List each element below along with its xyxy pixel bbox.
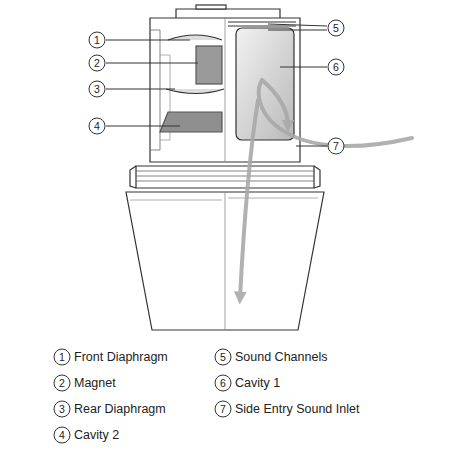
callout-number: 6 (215, 375, 231, 391)
callout-number: 2 (89, 55, 105, 71)
legend-label: Front Diaphragm (74, 349, 168, 365)
legend-number-circles (54, 349, 231, 443)
callout-number: 2 (54, 375, 70, 391)
callout-leaders (89, 20, 344, 154)
callout-number: 5 (215, 349, 231, 365)
callout-number: 3 (89, 81, 105, 97)
callout-number: 5 (328, 20, 344, 36)
callout-number: 6 (328, 59, 344, 75)
callout-number: 1 (89, 32, 105, 48)
capsule-outline (126, 5, 324, 330)
callout-number: 4 (89, 118, 105, 134)
callout-number: 7 (215, 401, 231, 417)
legend-label: Side Entry Sound Inlet (235, 401, 359, 417)
callout-number: 4 (54, 427, 70, 443)
sound-path-arrow (240, 80, 412, 298)
legend-label: Cavity 1 (235, 375, 280, 391)
callout-number: 7 (328, 138, 344, 154)
callout-number: 3 (54, 401, 70, 417)
legend-label: Rear Diaphragm (74, 401, 166, 417)
callout-number: 1 (54, 349, 70, 365)
legend-label: Cavity 2 (74, 427, 119, 443)
legend-label: Magnet (74, 375, 116, 391)
legend-label: Sound Channels (235, 349, 327, 365)
